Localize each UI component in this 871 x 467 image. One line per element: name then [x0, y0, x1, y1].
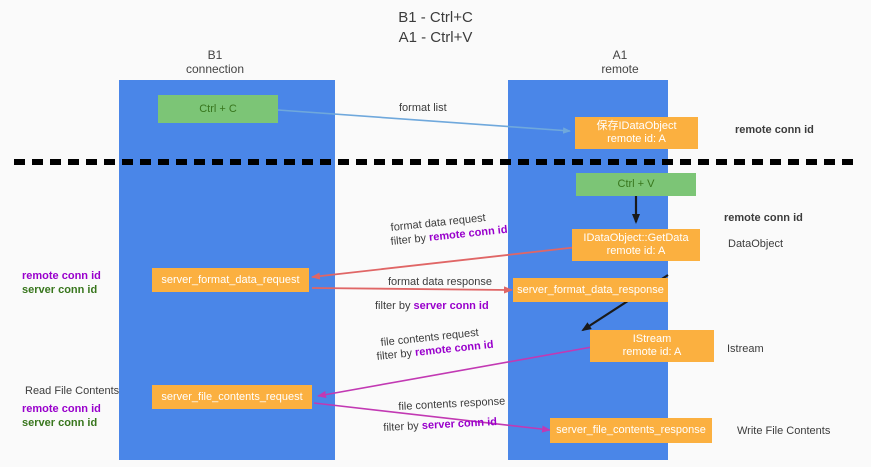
annotation-write-file-contents: Write File Contents	[737, 424, 830, 438]
edge-label-format-data-response: format data response	[388, 275, 492, 289]
box-save-idataobject[interactable]: 保存IDataObject remote id: A	[575, 117, 698, 149]
annotation-remote-conn-id-top-text: remote conn id	[735, 124, 814, 136]
edge-label-format-list-text: format list	[399, 102, 447, 114]
filter-prefix: filter by	[383, 419, 423, 434]
annotation-read-file-contents-text: Read File Contents	[25, 385, 120, 397]
filter-key-server-conn-id: server conn id	[413, 300, 489, 312]
box-server-file-contents-response-label: server_file_contents_response	[556, 424, 706, 436]
title-line-1: B1 - Ctrl+C	[398, 9, 473, 26]
box-getdata[interactable]: IDataObject::GetData remote id: A	[572, 229, 700, 261]
box-ctrl-c[interactable]: Ctrl + C	[158, 95, 278, 123]
annotation-write-file-contents-text: Write File Contents	[737, 425, 831, 437]
annotation-server-conn-id-left-2: server conn id	[22, 417, 98, 429]
annotation-read-file-contents: Read File Contents	[25, 384, 119, 398]
column-header-a1-role: remote	[601, 62, 639, 76]
annotation-remote-conn-id-left-2: remote conn id	[22, 403, 101, 415]
box-server-format-data-response-label: server_format_data_response	[517, 283, 664, 296]
box-server-format-data-request-label: server_format_data_request	[161, 273, 300, 286]
annotation-conn-ids-file: remote conn id server conn id	[22, 402, 101, 430]
page-title: B1 - Ctrl+C A1 - Ctrl+V	[0, 8, 871, 48]
box-ctrl-c-label: Ctrl + C	[199, 102, 237, 115]
box-server-format-data-request[interactable]: server_format_data_request	[152, 268, 309, 292]
annotation-istream: Istream	[727, 342, 764, 356]
box-server-file-contents-request[interactable]: server_file_contents_request	[152, 385, 312, 409]
column-header-b1: B1 connection	[150, 48, 280, 76]
box-getdata-line2: remote id: A	[606, 245, 666, 257]
annotation-remote-conn-id-mid-text: remote conn id	[724, 212, 803, 224]
filter-prefix: filter by	[390, 231, 430, 248]
edge-label-file-contents-response: file contents response	[398, 394, 506, 414]
column-header-a1: A1 remote	[555, 48, 685, 76]
annotation-conn-ids-format: remote conn id server conn id	[22, 269, 101, 297]
edge-label-format-list: format list	[399, 101, 447, 115]
filter-prefix: filter by	[375, 300, 414, 312]
edge-label-format-data-response-text: format data response	[388, 276, 492, 288]
annotation-dataobject: DataObject	[728, 237, 783, 251]
filter-prefix: filter by	[376, 346, 416, 363]
box-save-idataobject-line2: remote id: A	[607, 133, 666, 145]
edge-label-file-contents-response-filter: filter by server conn id	[383, 415, 497, 435]
box-istream[interactable]: IStream remote id: A	[590, 330, 714, 362]
column-header-b1-role: connection	[185, 62, 245, 76]
box-save-idataobject-line1: 保存IDataObject	[596, 120, 677, 132]
edge-label-file-contents-response-text: file contents response	[398, 395, 506, 413]
box-istream-line1: IStream	[632, 333, 672, 345]
annotation-remote-conn-id-mid: remote conn id	[724, 211, 803, 225]
box-ctrl-v[interactable]: Ctrl + V	[576, 173, 696, 196]
column-header-b1-name: B1	[207, 48, 223, 62]
annotation-server-conn-id-left: server conn id	[22, 284, 98, 296]
title-line-2: A1 - Ctrl+V	[398, 29, 473, 46]
column-header-a1-name: A1	[612, 48, 628, 62]
box-server-format-data-response[interactable]: server_format_data_response	[513, 278, 668, 302]
edge-label-format-data-response-filter: filter by server conn id	[375, 299, 489, 313]
annotation-istream-text: Istream	[727, 343, 764, 355]
box-istream-line2: remote id: A	[622, 346, 682, 358]
annotation-remote-conn-id-left: remote conn id	[22, 270, 101, 282]
filter-key-server-conn-id: server conn id	[421, 416, 498, 432]
annotation-remote-conn-id-top: remote conn id	[735, 123, 814, 137]
box-ctrl-v-label: Ctrl + V	[617, 178, 655, 190]
box-server-file-contents-request-label: server_file_contents_request	[161, 390, 303, 403]
box-server-file-contents-response[interactable]: server_file_contents_response	[550, 418, 712, 443]
box-getdata-line1: IDataObject::GetData	[583, 232, 689, 244]
annotation-dataobject-text: DataObject	[728, 238, 784, 250]
